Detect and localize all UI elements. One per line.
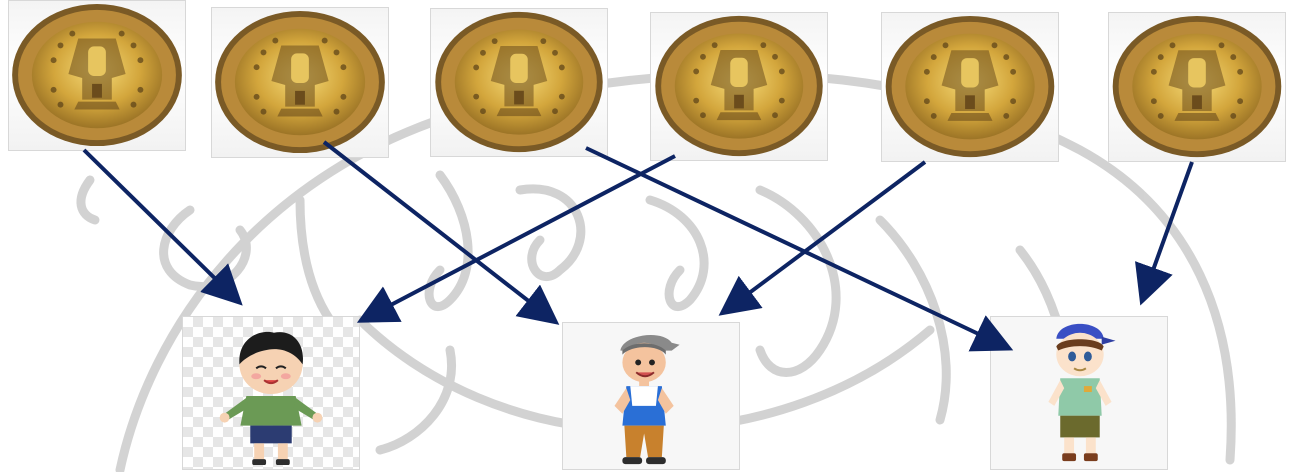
- arrow-icon: [84, 150, 237, 300]
- arrow-icon: [324, 142, 553, 320]
- arrow-icon: [725, 162, 925, 311]
- arrow-icon: [586, 148, 1006, 347]
- arrow-icon: [1143, 162, 1192, 298]
